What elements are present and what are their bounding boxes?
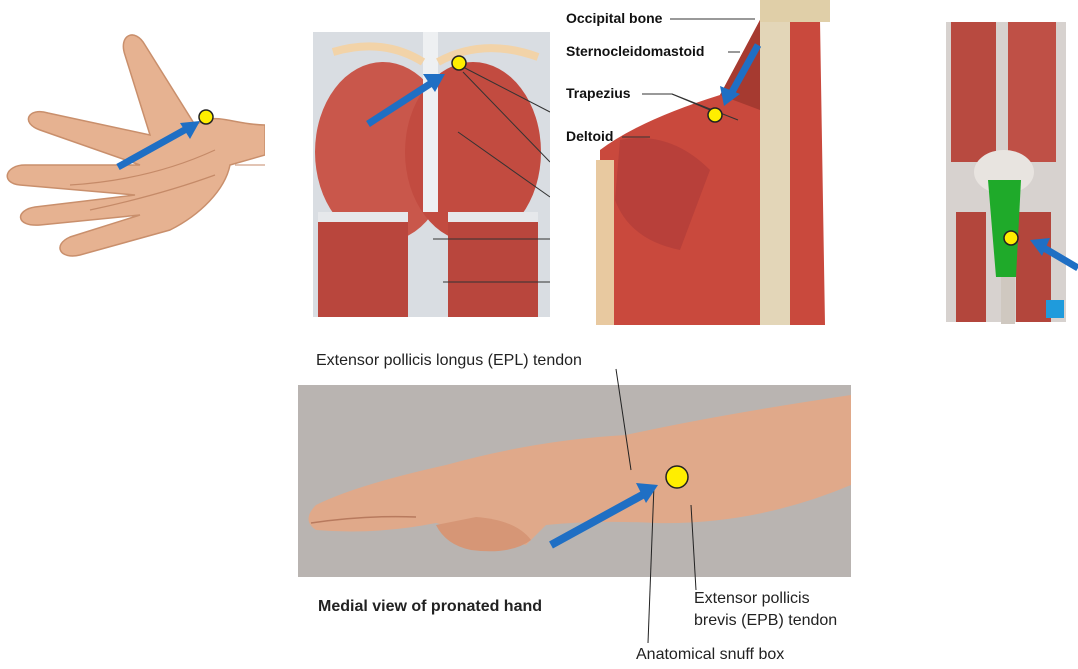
sternocleidomastoid-label: Sternocleidomastoid — [566, 43, 704, 59]
point-marker — [708, 108, 722, 122]
neck-image-panel: Occipital bone Sternocleidomastoid Trape… — [560, 0, 830, 325]
epb-tendon-label-line2: brevis (EPB) tendon — [694, 612, 837, 629]
thigh-muscle-left — [951, 22, 996, 162]
knee-illustration — [946, 22, 1078, 324]
epb-tendon-label-line1: Extensor pollicis — [694, 590, 810, 607]
caption: Medial view of pronated hand — [318, 598, 542, 615]
logo-badge — [1046, 300, 1064, 318]
point-marker — [199, 110, 213, 124]
gluteal-image-panel — [313, 32, 550, 317]
point-marker — [452, 56, 466, 70]
knee-image-panel — [946, 22, 1078, 324]
trapezius-label: Trapezius — [566, 85, 631, 101]
neck-illustration: Occipital bone Sternocleidomastoid Trape… — [560, 0, 830, 325]
thigh-muscle-right — [1008, 22, 1056, 162]
snuffbox-label: Anatomical snuff box — [636, 646, 784, 663]
occipital-bone-label: Occipital bone — [566, 10, 663, 26]
hamstring-left — [318, 222, 408, 317]
wrist-illustration: Extensor pollicis longus (EPL) tendon Me… — [296, 345, 866, 669]
palm-image-panel — [0, 15, 265, 265]
palm-illustration — [0, 15, 265, 265]
point-marker — [666, 466, 688, 488]
wrist-image-panel: Extensor pollicis longus (EPL) tendon Me… — [296, 345, 866, 669]
point-marker — [1004, 231, 1018, 245]
spine — [760, 20, 790, 325]
epl-tendon-label: Extensor pollicis longus (EPL) tendon — [316, 352, 582, 369]
palm-hand-shape — [7, 35, 265, 256]
hamstring-right — [448, 222, 538, 317]
gluteal-illustration — [313, 32, 550, 317]
occipital-bone — [760, 0, 830, 22]
deltoid-label: Deltoid — [566, 128, 613, 144]
